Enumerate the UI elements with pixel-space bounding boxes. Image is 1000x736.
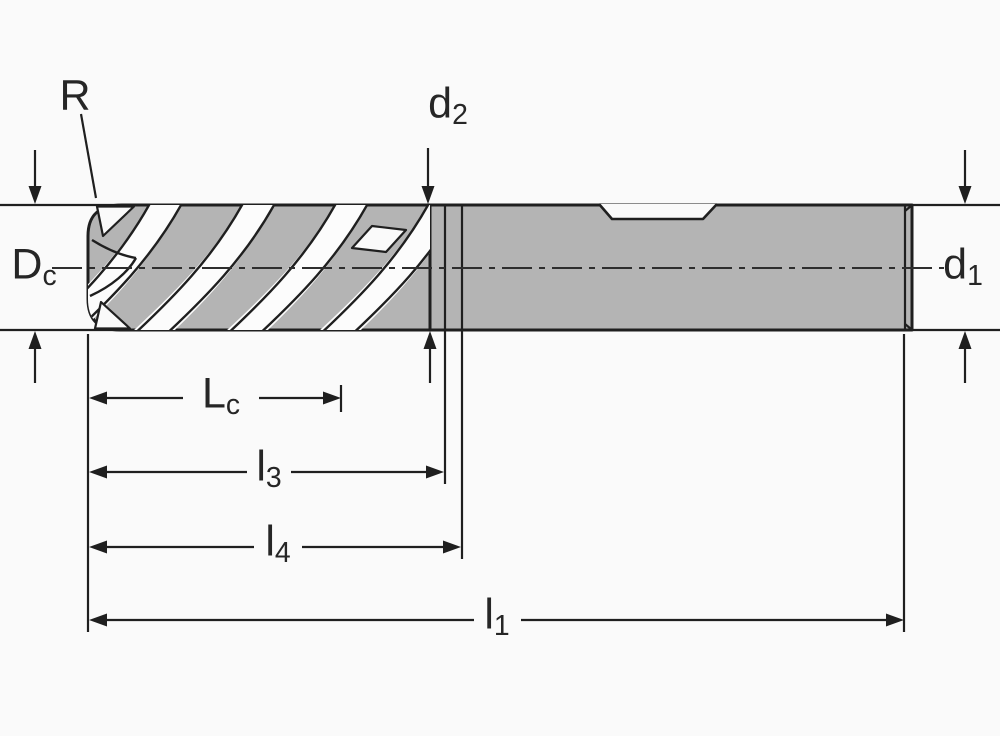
label-d2-sub: 2 xyxy=(452,99,468,132)
label-corner-radius-main: R xyxy=(59,71,91,120)
l4-arrow-right xyxy=(443,540,461,554)
flutes xyxy=(88,205,430,330)
label-d1-main: d xyxy=(943,240,968,289)
d2-arrow-bottom xyxy=(423,331,437,349)
dc-arrow-top xyxy=(28,186,42,204)
l3-arrow-left xyxy=(89,465,107,479)
label-lc-sub: c xyxy=(225,389,241,422)
label-length-l3: l3 xyxy=(256,445,281,492)
l1-arrow-left xyxy=(89,613,107,627)
label-l3-main: l xyxy=(256,442,266,491)
label-lc-main: L xyxy=(201,369,226,418)
dc-arrow-bottom xyxy=(28,331,42,349)
label-overall-length-l1: l1 xyxy=(484,593,509,640)
label-cutting-length-lc: Lc xyxy=(202,372,240,419)
l3-arrow-right xyxy=(426,465,444,479)
chamfer-top xyxy=(904,205,912,212)
label-dc-main: D xyxy=(11,240,43,289)
label-corner-radius: R xyxy=(59,74,90,121)
label-length-l4: l4 xyxy=(265,520,290,567)
lc-arrow-left xyxy=(89,391,107,405)
label-neck-diameter-d2: d2 xyxy=(428,82,468,129)
label-shank-diameter-d1: d1 xyxy=(943,243,983,290)
label-dc-sub: c xyxy=(42,260,57,293)
d1-arrow-top xyxy=(958,186,972,204)
end-gash-top xyxy=(95,205,136,238)
label-l1-sub: 1 xyxy=(493,610,510,643)
label-l3-sub: 3 xyxy=(265,462,282,495)
l1-arrow-right xyxy=(886,613,904,627)
label-l1-main: l xyxy=(484,590,494,639)
l4-arrow-left xyxy=(89,540,107,554)
chamfer-bottom xyxy=(904,323,912,330)
label-l4-sub: 4 xyxy=(274,537,291,570)
radius-leader-line xyxy=(79,113,98,199)
d1-arrow-bottom xyxy=(958,331,972,349)
weldon-flat-notch xyxy=(598,203,718,221)
end-gash-bottom xyxy=(93,300,132,330)
label-cutting-diameter-dc: Dc xyxy=(11,243,56,290)
d2-arrow-top xyxy=(421,186,435,204)
lc-arrow-right xyxy=(323,391,341,405)
label-d2-main: d xyxy=(428,79,453,128)
label-l4-main: l xyxy=(265,517,275,566)
label-d1-sub: 1 xyxy=(967,260,983,293)
flute-facet xyxy=(350,224,408,254)
